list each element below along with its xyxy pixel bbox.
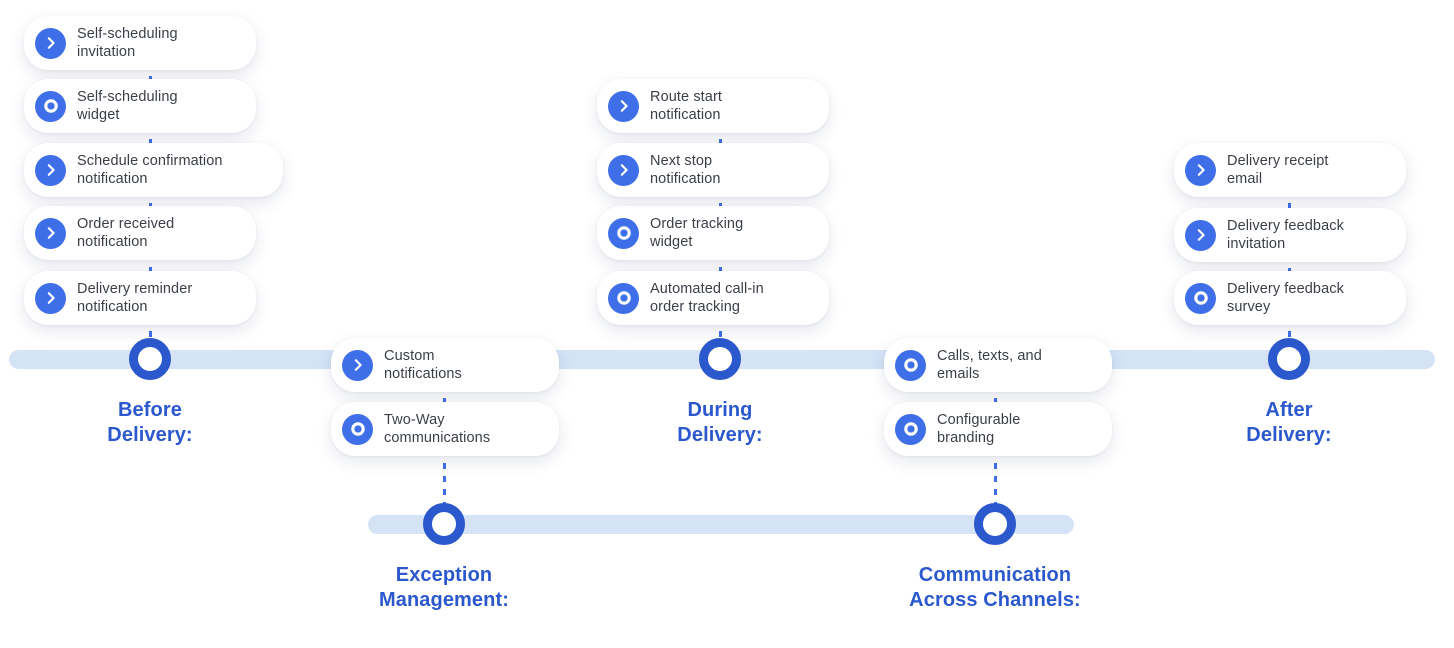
dashed-connector: [148, 63, 152, 81]
chevron-right-icon: [342, 349, 373, 381]
feature-card[interactable]: Delivery reminder notification: [24, 271, 256, 325]
feature-card[interactable]: Custom notifications: [331, 338, 559, 392]
feature-card-label: Two-Way communications: [384, 412, 491, 446]
timeline-node-communication[interactable]: [974, 503, 1016, 545]
feature-card-label: Self-scheduling invitation: [77, 26, 178, 60]
timeline-rail-sub: [368, 515, 1074, 534]
feature-card-label: Schedule confirmation notification: [77, 153, 223, 187]
feature-card[interactable]: Route start notification: [597, 79, 829, 133]
dashed-connector: [148, 318, 152, 342]
ring-dot-icon: [895, 349, 926, 381]
timeline-node-before[interactable]: [129, 338, 171, 380]
chevron-right-icon: [35, 282, 66, 314]
phase-label-exception: Exception Management:: [378, 564, 509, 611]
timeline-node-during[interactable]: [699, 338, 741, 380]
feature-card-label: Automated call-in order tracking: [650, 281, 764, 315]
feature-card-label: Configurable branding: [937, 412, 1021, 446]
feature-card-label: Next stop notification: [650, 153, 721, 187]
feature-card[interactable]: Calls, texts, and emails: [884, 338, 1112, 392]
feature-card-label: Custom notifications: [384, 348, 462, 382]
dashed-connector: [993, 450, 997, 508]
timeline-node-exception[interactable]: [423, 503, 465, 545]
feature-card[interactable]: Delivery receipt email: [1174, 143, 1406, 197]
ring-dot-icon: [608, 282, 639, 314]
timeline-node-after[interactable]: [1268, 338, 1310, 380]
feature-card-label: Order received notification: [77, 216, 175, 250]
feature-card[interactable]: Configurable branding: [884, 402, 1112, 456]
feature-card-label: Self-scheduling widget: [77, 89, 178, 123]
dashed-connector: [442, 385, 446, 404]
feature-card-label: Order tracking widget: [650, 216, 744, 250]
dashed-connector: [718, 254, 722, 272]
dashed-connector: [993, 385, 997, 404]
feature-card[interactable]: Self-scheduling invitation: [24, 16, 256, 70]
chevron-right-icon: [35, 27, 66, 59]
chevron-right-icon: [1185, 154, 1216, 186]
feature-card-label: Delivery feedback invitation: [1227, 218, 1344, 252]
phase-label-after: After Delivery:: [1246, 399, 1332, 446]
feature-card-label: Route start notification: [650, 89, 723, 123]
feature-card[interactable]: Delivery feedback survey: [1174, 271, 1406, 325]
ring-dot-icon: [895, 413, 926, 445]
feature-card[interactable]: Delivery feedback invitation: [1174, 208, 1406, 262]
dashed-connector: [1287, 318, 1291, 342]
feature-card[interactable]: Next stop notification: [597, 143, 829, 197]
dashed-connector: [148, 254, 152, 272]
feature-card-label: Delivery feedback survey: [1227, 281, 1344, 315]
feature-card[interactable]: Automated call-in order tracking: [597, 271, 829, 325]
ring-dot-icon: [342, 413, 373, 445]
phase-label-during: During Delivery:: [677, 399, 763, 446]
feature-card[interactable]: Self-scheduling widget: [24, 79, 256, 133]
ring-dot-icon: [1185, 282, 1216, 314]
chevron-right-icon: [608, 154, 639, 186]
chevron-right-icon: [35, 154, 66, 186]
ring-dot-icon: [35, 90, 66, 122]
dashed-connector: [148, 126, 152, 145]
dashed-connector: [718, 318, 722, 342]
dashed-connector: [1287, 255, 1291, 273]
feature-card[interactable]: Two-Way communications: [331, 402, 559, 456]
chevron-right-icon: [1185, 219, 1216, 251]
phase-label-before: Before Delivery:: [107, 399, 193, 446]
dashed-connector: [718, 126, 722, 145]
feature-card-label: Calls, texts, and emails: [937, 348, 1042, 382]
phase-label-communication: Communication Across Channels:: [909, 564, 1081, 611]
feature-card-label: Delivery receipt email: [1227, 153, 1329, 187]
ring-dot-icon: [608, 217, 639, 249]
dashed-connector: [442, 450, 446, 508]
dashed-connector: [1287, 190, 1291, 210]
dashed-connector: [148, 190, 152, 208]
chevron-right-icon: [608, 90, 639, 122]
feature-card[interactable]: Order tracking widget: [597, 206, 829, 260]
feature-card[interactable]: Schedule confirmation notification: [24, 143, 283, 197]
dashed-connector: [718, 190, 722, 208]
feature-card-label: Delivery reminder notification: [77, 281, 193, 315]
chevron-right-icon: [35, 217, 66, 249]
feature-card[interactable]: Order received notification: [24, 206, 256, 260]
